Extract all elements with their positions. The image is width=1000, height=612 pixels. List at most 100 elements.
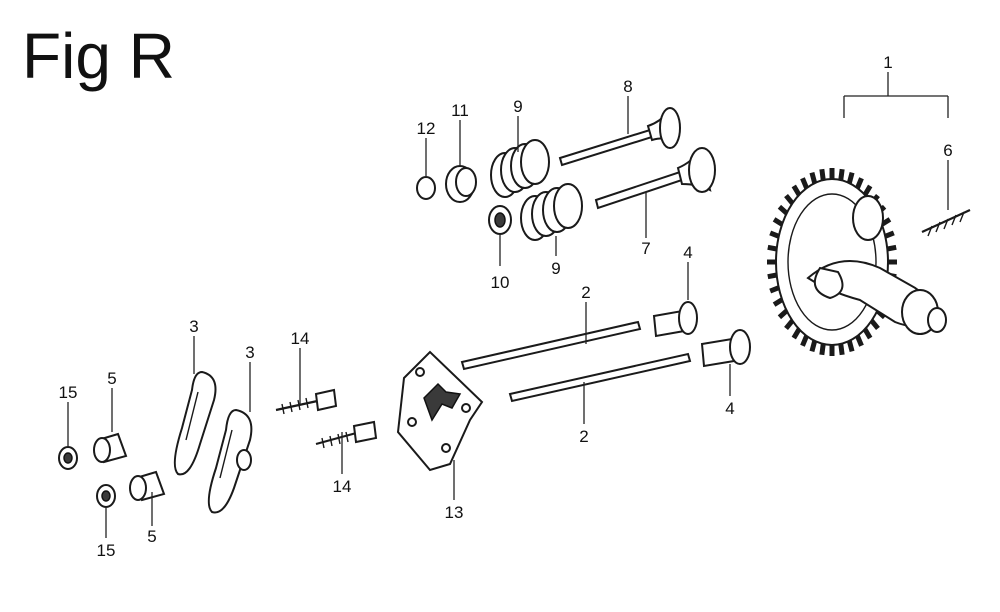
push-rod-lower (508, 352, 692, 403)
callout-11: 11 (451, 101, 469, 120)
plate-cutout (423, 382, 462, 422)
tappet-lower (700, 329, 751, 368)
plate-hole (461, 403, 471, 413)
retainer-inner (455, 167, 477, 197)
pivot-end (93, 437, 111, 463)
callout-9-upper: 9 (513, 97, 522, 116)
callout-14-upper: 14 (291, 329, 310, 348)
figure-title: Fig R (22, 20, 175, 92)
arm-rib (185, 391, 199, 441)
gear-teeth (767, 168, 897, 356)
callout-4-upper: 4 (683, 243, 692, 262)
bolt-threads (321, 431, 349, 449)
valve-cap-12 (416, 176, 436, 200)
spring-coil (553, 183, 583, 229)
callout-5-upper: 5 (107, 369, 116, 388)
nut-upper (58, 446, 78, 470)
spring-coil (520, 139, 550, 185)
gear-tooth (838, 343, 845, 356)
nut-hole (63, 452, 73, 464)
plate-hole (415, 367, 425, 377)
rocker-arm-lower (207, 408, 253, 514)
arm (207, 408, 253, 514)
gear-tooth (846, 171, 855, 184)
callout-4-lower: 4 (725, 399, 734, 418)
valve-stem-8 (558, 128, 654, 167)
plate (396, 350, 484, 472)
plate-hole (407, 417, 417, 427)
rocker-arm-upper (173, 370, 217, 476)
nut-lower (96, 484, 116, 508)
bolt-threads (281, 397, 309, 415)
cap (416, 176, 436, 200)
bolt-head (352, 420, 378, 444)
gear-inner-ring (787, 193, 877, 331)
exhaust-valve (558, 107, 681, 167)
retainer-hole (494, 212, 506, 228)
callout-1: 1 (883, 53, 892, 72)
valve-stem-7 (594, 170, 684, 210)
callout-14-lower: 14 (333, 477, 352, 496)
gear-tooth (791, 184, 802, 197)
valve-spring-upper (490, 139, 550, 198)
gear-tooth (784, 193, 795, 205)
rocker-arm-plate (396, 350, 484, 472)
gear-tooth (886, 244, 897, 252)
gear-tooth (819, 343, 826, 356)
gear-tooth (855, 334, 864, 347)
rod (460, 320, 642, 371)
intake-valve (594, 147, 716, 210)
camshaft-gear (767, 168, 947, 356)
pin-shaft (921, 209, 971, 233)
valve-head-8 (659, 107, 681, 149)
nut-hole (101, 490, 111, 502)
gear-tooth (846, 340, 855, 353)
pivot-end (129, 475, 147, 501)
gear-tooth (800, 177, 809, 190)
callout-12: 12 (417, 119, 436, 138)
valve-head-7 (688, 147, 716, 193)
callout-2-upper: 2 (581, 283, 590, 302)
push-rod-upper (460, 320, 642, 371)
gear-tooth (772, 297, 784, 307)
arm (173, 370, 217, 476)
tappet-upper (652, 301, 698, 338)
gear-tooth (809, 340, 818, 353)
callout-3-right: 3 (245, 343, 254, 362)
tappet-head (729, 329, 751, 365)
gear-tooth (769, 285, 780, 294)
cam-lobe (813, 266, 844, 300)
rocker-pivot-lower (129, 470, 166, 502)
spring-retainer-10 (488, 205, 512, 235)
spring-retainer-11 (445, 165, 477, 203)
gear-tooth (772, 217, 784, 227)
rod (508, 352, 692, 403)
gear-tooth (767, 272, 778, 280)
callout-7: 7 (641, 239, 650, 258)
gear-tooth (809, 171, 818, 184)
arm-pivot (236, 449, 252, 471)
gear-tooth (769, 230, 780, 239)
gear-tooth (800, 334, 809, 347)
gear-tooth (862, 327, 873, 340)
governor-weight (852, 195, 884, 241)
rocker-pivot-upper (93, 432, 128, 464)
arm-rib (219, 429, 233, 479)
gear-tooth (784, 319, 795, 331)
leader-lines (67, 72, 949, 538)
callout-9-lower: 9 (551, 259, 560, 278)
tappet-head (678, 301, 698, 335)
callout-10: 10 (491, 273, 510, 292)
callout-5-lower: 5 (147, 527, 156, 546)
gear-tooth (884, 230, 895, 239)
governor-pin (921, 209, 971, 237)
callouts: 1 6 8 7 9 9 10 11 12 2 2 4 4 3 3 14 14 1… (59, 53, 953, 560)
valve-spring-lower (520, 183, 583, 241)
pivot-bolt-upper (275, 388, 338, 415)
gear-tooth (777, 204, 789, 216)
leader-1 (843, 72, 949, 118)
pin-thread (927, 211, 965, 237)
gear-tooth (767, 244, 778, 252)
